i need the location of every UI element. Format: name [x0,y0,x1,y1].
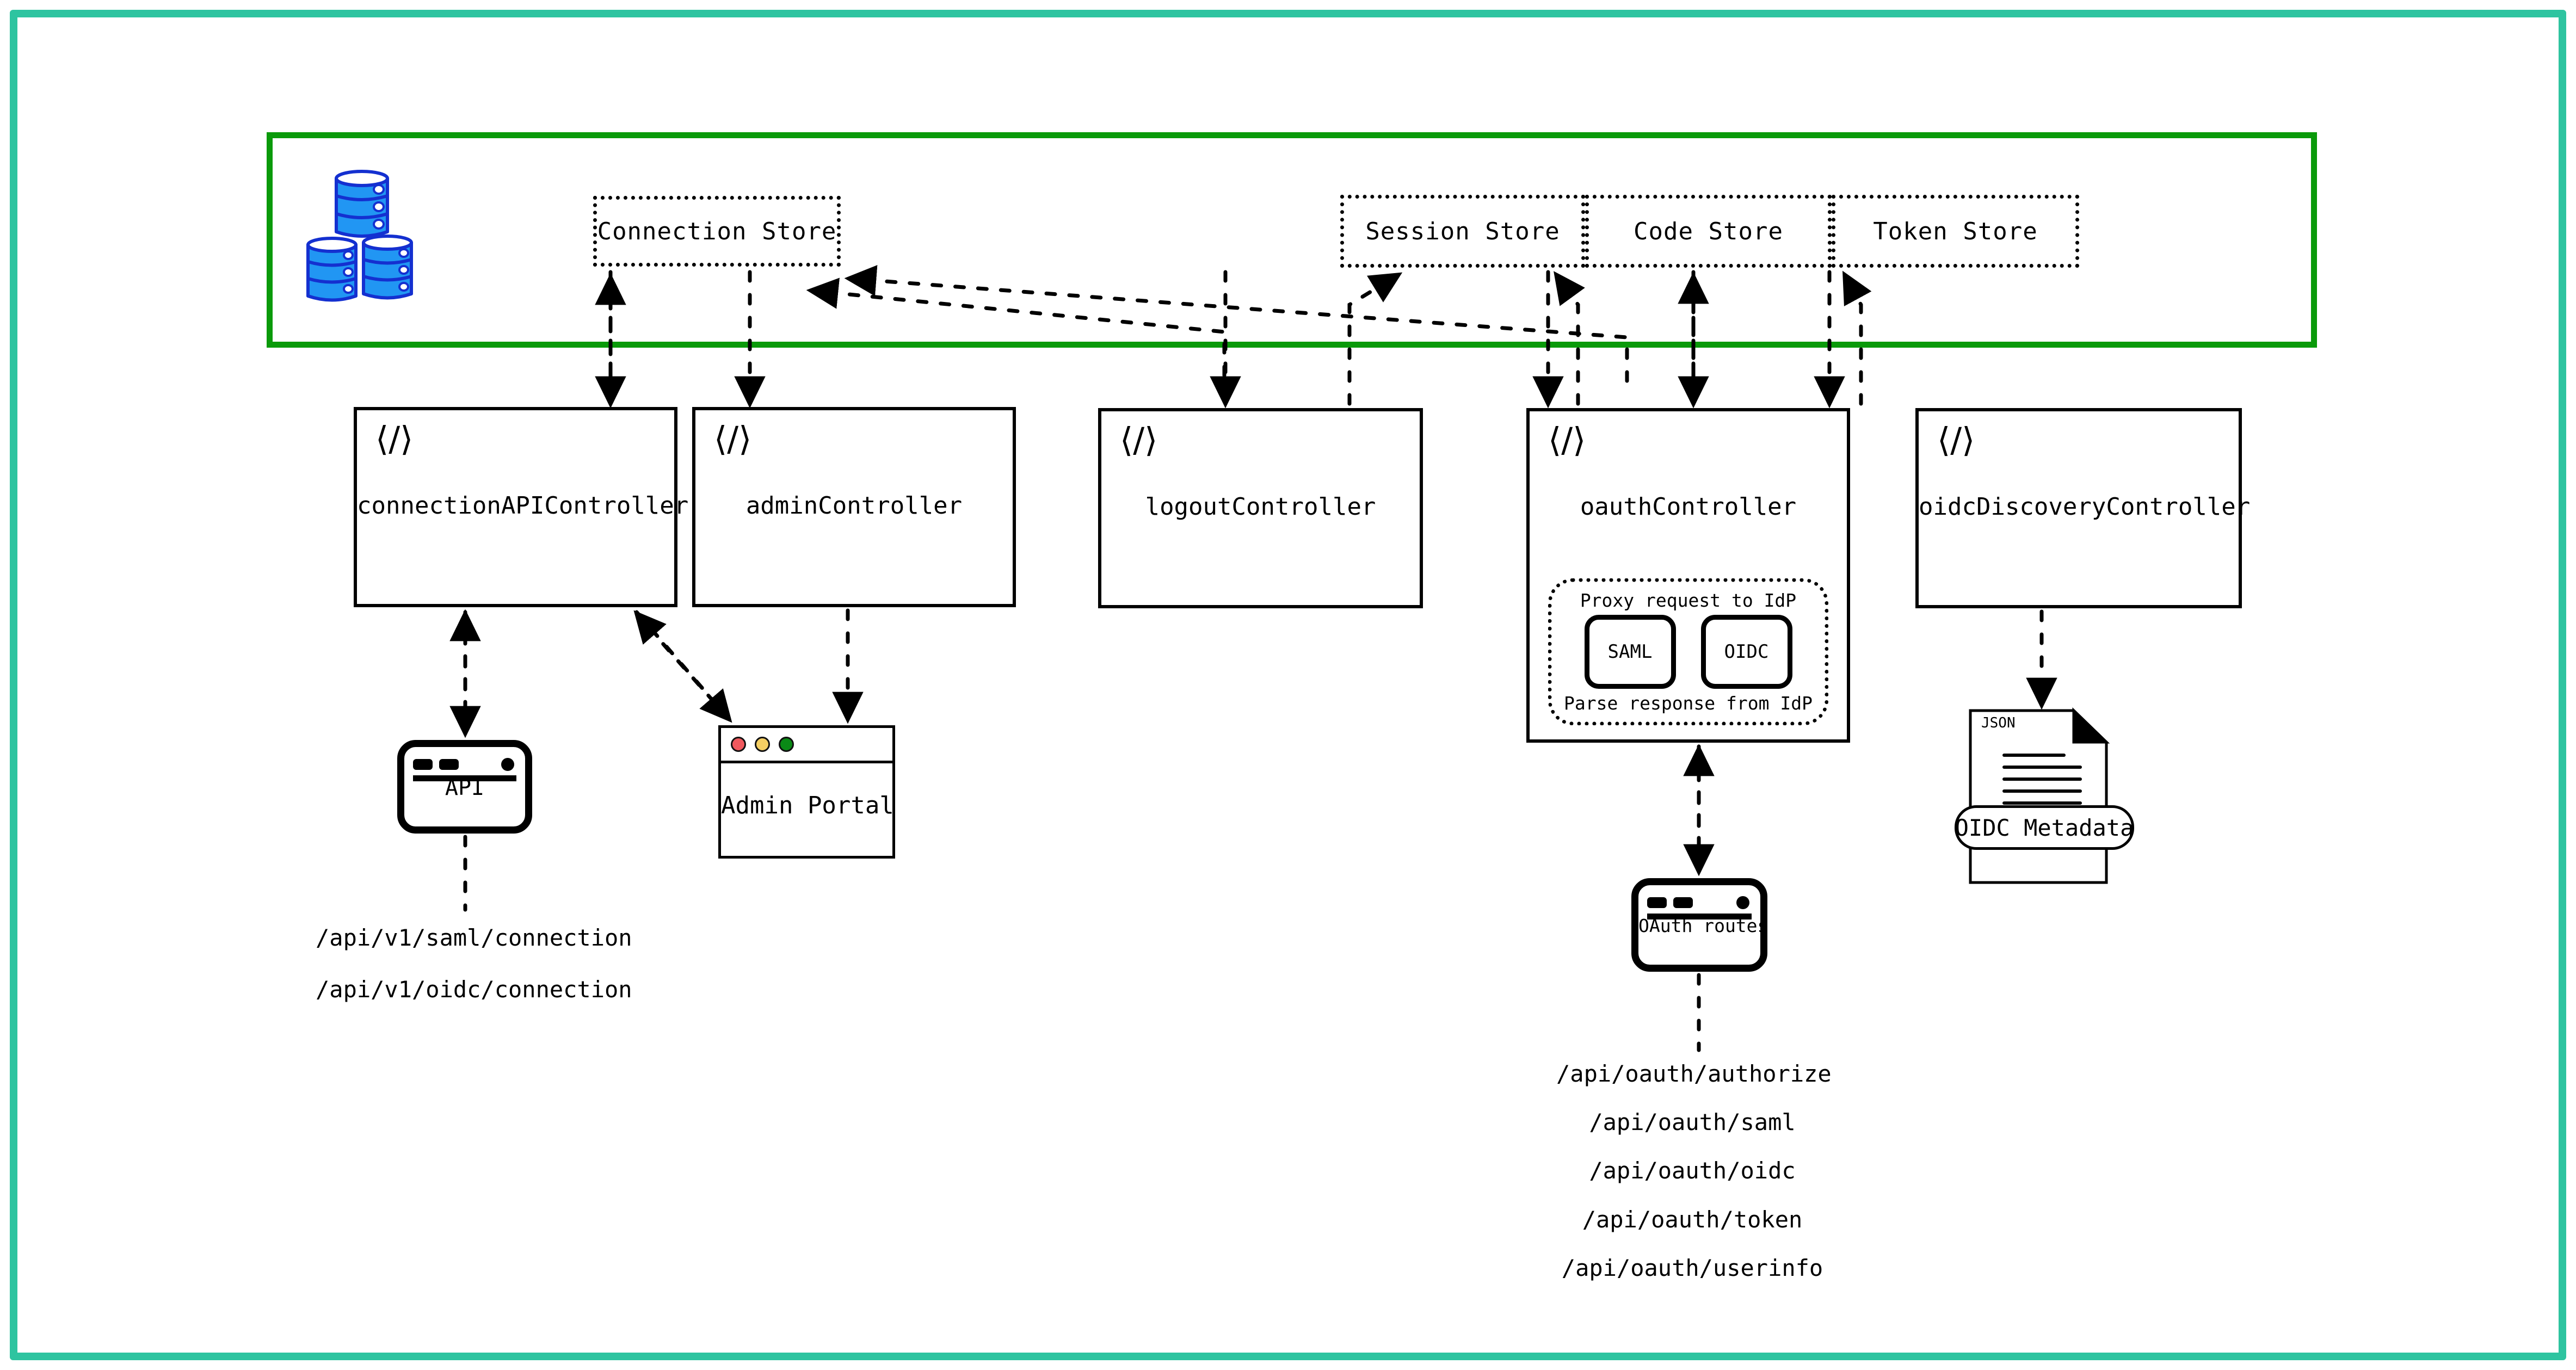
admin-portal-label: Admin Portal [721,792,894,819]
traffic-light-yellow[interactable] [755,737,770,752]
traffic-light-red[interactable] [731,737,746,752]
store-box-session-store[interactable]: Session Store [1340,195,1585,268]
controller-label: logoutController [1145,493,1376,521]
window-titlebar [721,728,892,763]
store-box-connection-store[interactable]: Connection Store [593,196,841,267]
endpoint-item: /api/oauth/authorize [1556,1060,1832,1087]
store-label: Code Store [1634,217,1783,245]
titlebar-rect-2 [1673,897,1693,908]
admin-portal-window[interactable]: Admin Portal [718,725,895,859]
controller-card-admin-controller[interactable]: ⟨/⟩ adminController [692,407,1016,607]
code-icon: ⟨/⟩ [1937,420,1975,460]
controller-card-oauth-controller[interactable]: ⟨/⟩ oauthController Proxy request to IdP… [1526,408,1850,743]
titlebar-rect-1 [1647,897,1667,908]
protocol-pill-oidc[interactable]: OIDC [1700,615,1792,689]
connection-api-endpoint-list: /api/v1/saml/connection /api/v1/oidc/con… [316,919,632,1008]
oidc-metadata-doc-icon[interactable]: JSON [1967,707,2125,889]
controller-card-logout-controller[interactable]: ⟨/⟩ logoutController [1098,408,1423,608]
protocol-label: OIDC [1724,641,1769,663]
code-icon: ⟨/⟩ [714,419,752,459]
controller-label: oauthController [1580,493,1797,521]
oidc-metadata-badge[interactable]: OIDC Metadata [1955,805,2134,850]
code-icon: ⟨/⟩ [1120,420,1158,460]
titlebar-rect-1 [413,759,433,770]
titlebar-rect-2 [439,759,459,770]
browser-titlebar [1647,893,1752,919]
titlebar-dot [1736,896,1749,909]
endpoint-item: /api/oauth/saml [1589,1109,1796,1136]
outer-frame [10,10,2566,1360]
titlebar-dot [501,758,514,771]
store-box-token-store[interactable]: Token Store [1832,195,2079,268]
store-box-code-store[interactable]: Code Store [1585,195,1832,268]
traffic-light-green[interactable] [779,737,794,752]
controller-card-connection-api-controller[interactable]: ⟨/⟩ connectionAPIController [354,407,689,607]
controller-card-oidc-discovery-controller[interactable]: ⟨/⟩ oidcDiscoveryController [1915,408,2251,608]
code-icon: ⟨/⟩ [1548,420,1586,460]
store-label: Connection Store [597,217,837,245]
proxy-idp-group: Proxy request to IdP SAML OIDC Parse res… [1548,578,1828,725]
oauth-routes-browser-icon[interactable]: OAuth routes [1631,878,1768,972]
oidc-metadata-label: OIDC Metadata [1955,814,2134,841]
oauth-routes-label: OAuth routes [1638,915,1768,937]
protocol-label: SAML [1607,641,1653,663]
endpoint-item: /api/oauth/oidc [1589,1157,1796,1184]
api-browser-icon[interactable]: API [397,740,532,834]
api-label: API [445,775,485,800]
protocol-pill-saml[interactable]: SAML [1584,615,1676,689]
database-stack-icon [299,163,435,312]
endpoint-item: /api/oauth/userinfo [1561,1254,1823,1281]
endpoint-item: /api/oauth/token [1582,1206,1803,1233]
controller-label: connectionAPIController [357,492,689,520]
endpoint-item: /api/v1/saml/connection [316,924,632,951]
store-label: Token Store [1873,217,2038,245]
browser-titlebar [413,755,516,781]
proxy-request-caption: Proxy request to IdP [1580,590,1797,611]
oauth-endpoint-list: /api/oauth/authorize /api/oauth/saml /ap… [1556,1056,1832,1286]
controller-label: adminController [745,492,963,520]
titlebar-divider [1647,914,1752,919]
endpoint-item: /api/v1/oidc/connection [316,976,632,1003]
json-filetype-label: JSON [1981,715,2016,731]
code-icon: ⟨/⟩ [375,419,414,459]
titlebar-divider [413,775,516,781]
controller-label: oidcDiscoveryController [1919,493,2251,521]
store-label: Session Store [1365,217,1560,245]
parse-response-caption: Parse response from IdP [1564,693,1813,714]
